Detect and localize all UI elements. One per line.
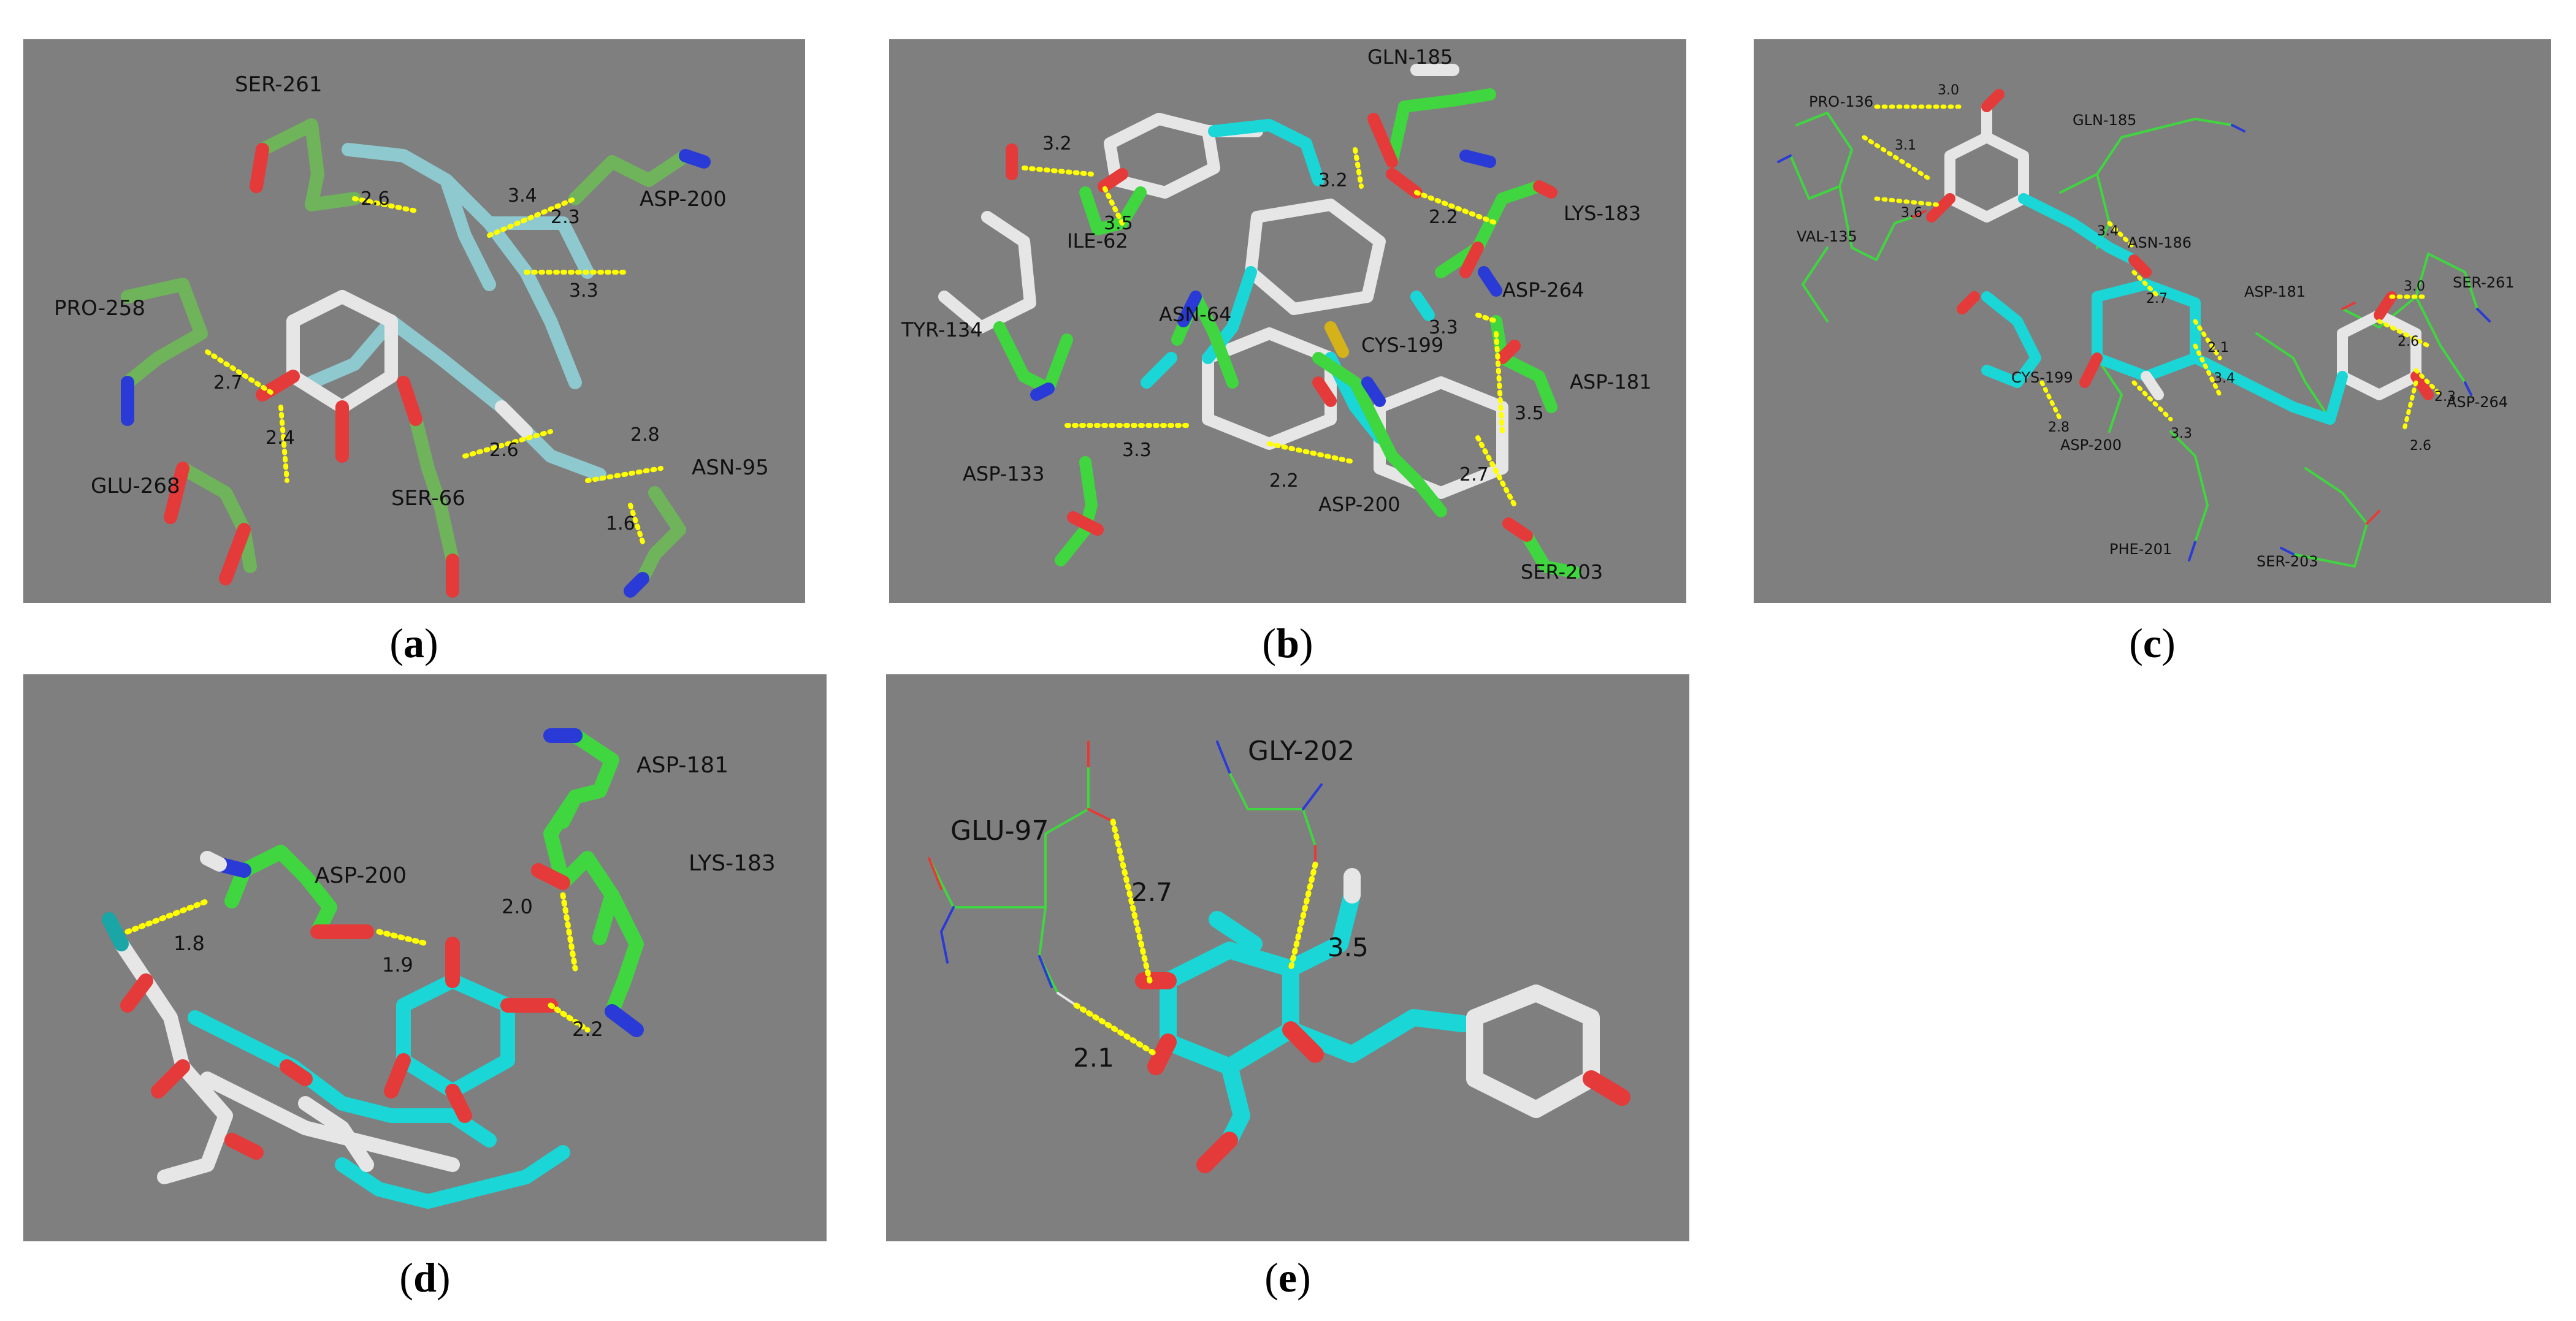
panel-b-structure: GLN-185 LYS-183 ILE-62 TYR-134 ASN-64 CY… (901, 45, 1651, 584)
distance-label: 3.5 (1515, 403, 1544, 424)
panel-b: GLN-185 LYS-183 ILE-62 TYR-134 ASN-64 CY… (889, 39, 1686, 603)
distance-label: 1.6 (606, 513, 635, 535)
caption-letter: c (2142, 620, 2162, 666)
residue-label: SER-261 (235, 72, 322, 97)
residue-label: GLY-202 (1248, 736, 1355, 767)
residue-label: ASP-200 (1318, 493, 1400, 516)
caption-c: (c) (2129, 620, 2176, 666)
distance-label: 2.0 (502, 895, 533, 918)
residue-label: ASP-181 (1570, 370, 1651, 394)
distance-label: 2.4 (266, 427, 295, 449)
distance-label: 3.5 (1104, 213, 1133, 234)
residue-label: SER-261 (2453, 274, 2515, 291)
residue-label: LYS-183 (1564, 202, 1641, 225)
distance-label: 2.2 (1429, 207, 1458, 228)
residue-label: ASN-64 (1159, 303, 1231, 326)
residue-label: SER-203 (1521, 560, 1603, 584)
residue-label: ILE-62 (1067, 229, 1128, 253)
residue-label: GLN-185 (2073, 112, 2136, 129)
residue-label: LYS-183 (689, 851, 776, 876)
residue-label: VAL-135 (1797, 228, 1857, 245)
caption-letter: b (1276, 620, 1299, 666)
distance-label: 3.5 (1328, 932, 1369, 962)
panel-a: SER-261 ASP-200 PRO-258 GLU-268 SER-66 A… (23, 39, 805, 603)
caption-e: (e) (1264, 1254, 1311, 1301)
residue-label: PHE-201 (2109, 541, 2172, 558)
residue-label: PRO-136 (1809, 93, 1873, 110)
distance-label: 3.1 (1895, 138, 1916, 153)
residue-label: GLU-268 (91, 474, 180, 498)
panel-c-structure: PRO-136 GLN-185 VAL-135 ASN-186 ASP-181 … (1777, 83, 2515, 570)
residue-label: CYS-199 (2011, 369, 2073, 386)
panel-e-structure: GLY-202 GLU-97 2.7 3.5 2.1 (928, 736, 1630, 1173)
distance-label: 2.6 (2410, 438, 2431, 454)
distance-label: 3.0 (2404, 279, 2425, 294)
distance-label: 3.3 (569, 280, 598, 302)
residue-label: TYR-134 (901, 318, 983, 341)
residue-label: ASP-133 (963, 462, 1044, 485)
distance-label: 2.3 (551, 207, 580, 228)
distance-label: 2.6 (361, 188, 390, 210)
panel-e: GLY-202 GLU-97 2.7 3.5 2.1 (886, 674, 1689, 1241)
caption-letter: d (413, 1254, 437, 1301)
caption-d: (d) (399, 1254, 451, 1301)
residue-label: ASP-200 (640, 187, 727, 211)
distance-label: 2.6 (2398, 334, 2419, 349)
distance-label: 3.3 (1429, 317, 1458, 338)
residue-label: GLN-185 (1367, 45, 1453, 69)
residue-label: SER-203 (2257, 553, 2318, 570)
distance-label: 1.8 (174, 932, 205, 955)
panel-a-structure: SER-261 ASP-200 PRO-258 GLU-268 SER-66 A… (54, 72, 769, 598)
residue-label: GLU-97 (950, 815, 1049, 847)
residue-label: ASP-264 (1502, 278, 1584, 302)
caption-letter: e (1278, 1254, 1298, 1301)
distance-label: 3.2 (1042, 133, 1072, 154)
distance-label: 3.3 (1122, 440, 1152, 461)
distance-label: 1.9 (382, 953, 413, 976)
distance-label: 3.6 (1901, 205, 1922, 221)
panel-d-structure: ASP-181 LYS-183 ASP-200 1.8 1.9 2.0 2.2 (102, 728, 776, 1209)
distance-label: 3.2 (1318, 170, 1348, 191)
distance-label: 3.0 (1938, 83, 1959, 98)
residue-label: CYS-199 (1361, 333, 1443, 357)
distance-label: 3.4 (508, 185, 537, 207)
residue-label: ASP-181 (636, 753, 728, 778)
distance-label: 3.4 (2097, 224, 2119, 239)
distance-label: 3.3 (2171, 426, 2192, 441)
distance-label: 2.2 (572, 1018, 603, 1041)
residue-label: SER-66 (391, 486, 465, 511)
distance-label: 2.7 (1459, 464, 1489, 485)
caption-a: (a) (389, 620, 438, 666)
residue-label: ASP-181 (2244, 283, 2306, 300)
distance-label: 2.2 (1269, 470, 1299, 492)
distance-label: 2.1 (1073, 1043, 1114, 1073)
distance-label: 2.6 (489, 440, 519, 461)
distance-label: 2.7 (1131, 877, 1172, 907)
residue-label: ASN-95 (692, 455, 769, 480)
residue-label: ASP-264 (2447, 394, 2508, 411)
panel-d: ASP-181 LYS-183 ASP-200 1.8 1.9 2.0 2.2 (23, 674, 827, 1241)
distance-label: 2.7 (2146, 291, 2168, 306)
panel-c: PRO-136 GLN-185 VAL-135 ASN-186 ASP-181 … (1754, 39, 2551, 603)
residue-label: PRO-258 (54, 296, 145, 321)
residue-label: ASN-186 (2128, 234, 2192, 251)
caption-letter: a (403, 620, 424, 666)
distance-label: 2.7 (213, 372, 243, 394)
distance-label: 2.3 (2434, 389, 2456, 405)
distance-label: 2.8 (2048, 420, 2070, 435)
residue-label: ASP-200 (315, 863, 407, 888)
distance-label: 3.4 (2214, 371, 2235, 386)
residue-label: ASP-200 (2060, 436, 2122, 454)
distance-label: 2.8 (630, 424, 660, 446)
caption-b: (b) (1262, 620, 1313, 666)
distance-label: 2.1 (2207, 340, 2229, 356)
